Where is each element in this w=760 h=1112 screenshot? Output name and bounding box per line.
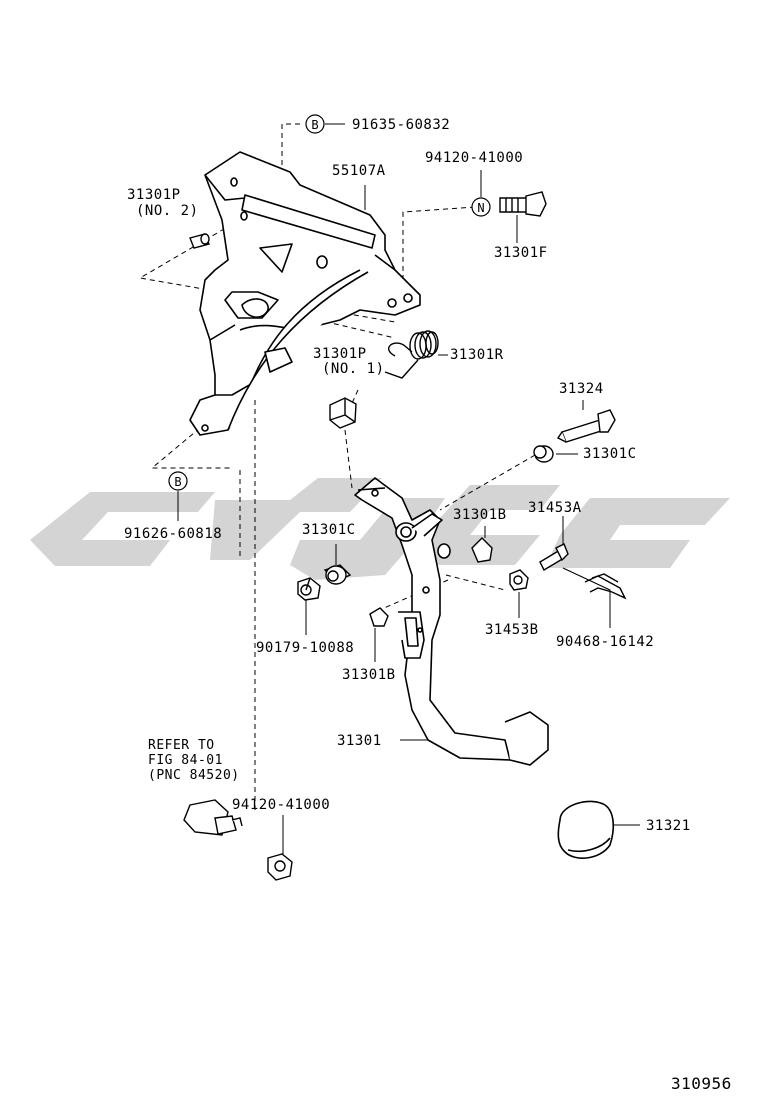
label-31301r: 31301R <box>450 347 504 363</box>
label-refer-line3: (PNC 84520) <box>148 768 240 783</box>
clip-31301b-top <box>471 537 493 563</box>
symbol-n-top-text: N <box>477 201 484 215</box>
solid-leaders <box>177 123 640 855</box>
nut-94120-bottom <box>267 853 293 881</box>
label-31301b-bottom: 31301B <box>342 667 396 683</box>
grommet-31301p-no2 <box>189 233 210 249</box>
figure-number: 310956 <box>671 1074 732 1093</box>
label-94120-41000-bottom: 94120-41000 <box>232 797 331 813</box>
clip-31301b-bottom <box>369 607 389 627</box>
label-31453a: 31453A <box>528 500 582 516</box>
stop-lamp-switch <box>183 799 243 836</box>
label-refer-line2: FIG 84-01 <box>148 753 223 768</box>
bushing-31301c-left <box>323 564 352 585</box>
label-31301: 31301 <box>337 733 382 749</box>
pedal-bracket <box>189 151 421 436</box>
symbol-b-top-text: B <box>311 118 318 132</box>
label-55107a: 55107A <box>332 163 386 179</box>
label-91626-60818: 91626-60818 <box>124 526 223 542</box>
label-31301p-no1: 31301P <box>313 346 367 362</box>
symbol-b-left: B <box>168 471 188 491</box>
bolt-31453a <box>539 543 569 571</box>
label-31301p-no2-sub: (NO. 2) <box>136 203 199 219</box>
pedal-arm-31301 <box>354 477 549 766</box>
nut-31453b <box>509 569 529 591</box>
nut-90179 <box>297 577 321 601</box>
label-31453b: 31453B <box>485 622 539 638</box>
label-31324: 31324 <box>559 381 604 397</box>
bolt-31301f <box>499 191 547 217</box>
label-31301p-no2: 31301P <box>127 187 181 203</box>
label-90468-16142: 90468-16142 <box>556 634 655 650</box>
label-94120-41000-top: 94120-41000 <box>425 150 524 166</box>
spring-31301r <box>384 330 439 379</box>
symbol-b-top: B <box>305 114 325 134</box>
label-31301c-right: 31301C <box>583 446 637 462</box>
label-31301b-top: 31301B <box>453 507 507 523</box>
bolt-31324 <box>556 409 616 443</box>
bushing-31301c-right <box>533 445 554 463</box>
label-refer-line1: REFER TO <box>148 738 215 753</box>
label-91635-60832: 91635-60832 <box>352 117 451 133</box>
cushion-31301p-no1 <box>329 397 357 429</box>
label-31321: 31321 <box>646 818 691 834</box>
pedal-pad-31321 <box>557 800 615 859</box>
symbol-b-left-text: B <box>174 475 181 489</box>
symbol-n-top: N <box>471 197 491 217</box>
label-31301p-no1-sub: (NO. 1) <box>322 361 385 377</box>
label-31301f: 31301F <box>494 245 548 261</box>
label-90179-10088: 90179-10088 <box>256 640 355 656</box>
clip-90468 <box>584 573 627 600</box>
label-31301c-left: 31301C <box>302 522 356 538</box>
